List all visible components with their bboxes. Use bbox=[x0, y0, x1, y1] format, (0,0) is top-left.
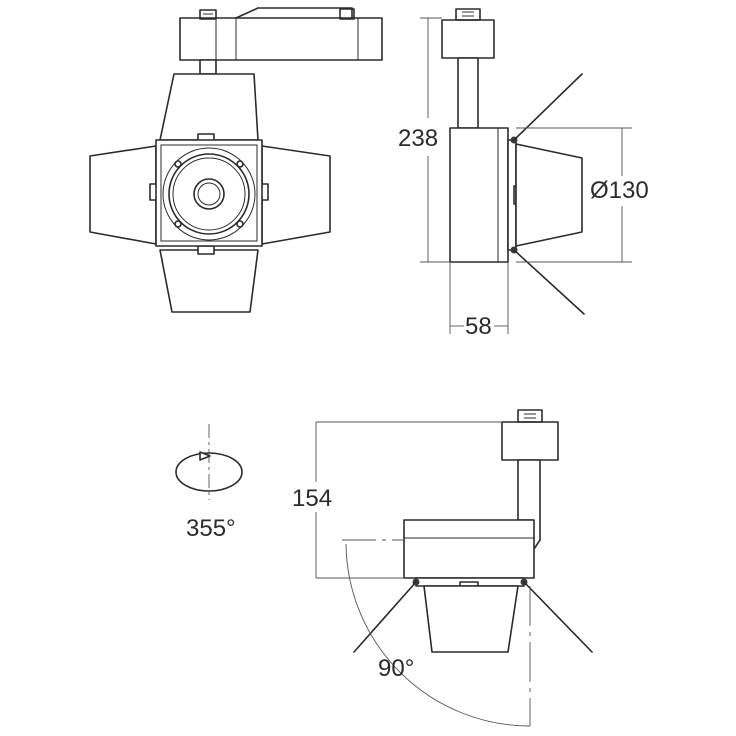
front-screw bbox=[174, 160, 182, 168]
side-track-adapter bbox=[441, 19, 495, 59]
tilt-door-open-left bbox=[353, 581, 417, 653]
front-hinge-bottom bbox=[197, 245, 215, 255]
front-adapter-switch bbox=[339, 8, 355, 20]
tilt-barn-door bbox=[423, 585, 519, 653]
tilt-angle-label: 90° bbox=[378, 655, 414, 682]
rotation-arrow-icon bbox=[199, 451, 211, 461]
tilt-adapter-clip bbox=[517, 409, 543, 423]
front-barn-door-left bbox=[89, 145, 157, 245]
rotation-symbol bbox=[175, 424, 243, 500]
tilt-body bbox=[403, 519, 535, 579]
side-door-open-bottom bbox=[513, 249, 585, 315]
front-barn-door-bottom bbox=[159, 249, 259, 313]
side-door-open-top bbox=[513, 73, 583, 141]
front-screw bbox=[236, 220, 244, 228]
side-adapter-clip bbox=[455, 8, 481, 21]
front-bezel bbox=[162, 147, 256, 241]
front-barn-door-top bbox=[159, 73, 259, 141]
tilt-angle-arc bbox=[345, 543, 531, 727]
front-track-adapter bbox=[179, 17, 383, 61]
side-stem bbox=[457, 57, 479, 129]
front-adapter-clip bbox=[199, 9, 217, 20]
front-reflector bbox=[168, 153, 250, 235]
front-stem bbox=[199, 59, 217, 75]
front-lens bbox=[193, 178, 225, 210]
side-body bbox=[449, 127, 509, 263]
dimension-height-side: 154 bbox=[292, 485, 332, 512]
front-screw bbox=[236, 160, 244, 168]
dimension-diameter: Ø130 bbox=[590, 177, 649, 204]
side-barn-door bbox=[515, 143, 583, 247]
rotation-angle-label: 355° bbox=[186, 515, 236, 542]
front-barn-door-right bbox=[261, 145, 331, 245]
side-view bbox=[420, 8, 632, 334]
dimension-depth: 58 bbox=[465, 313, 492, 340]
tilt-track-adapter bbox=[501, 421, 559, 461]
front-screw bbox=[174, 220, 182, 228]
dimension-height-total: 238 bbox=[398, 125, 438, 152]
front-view bbox=[89, 7, 383, 313]
tilt-door-open-right bbox=[523, 581, 593, 653]
tilt-view bbox=[315, 409, 593, 727]
